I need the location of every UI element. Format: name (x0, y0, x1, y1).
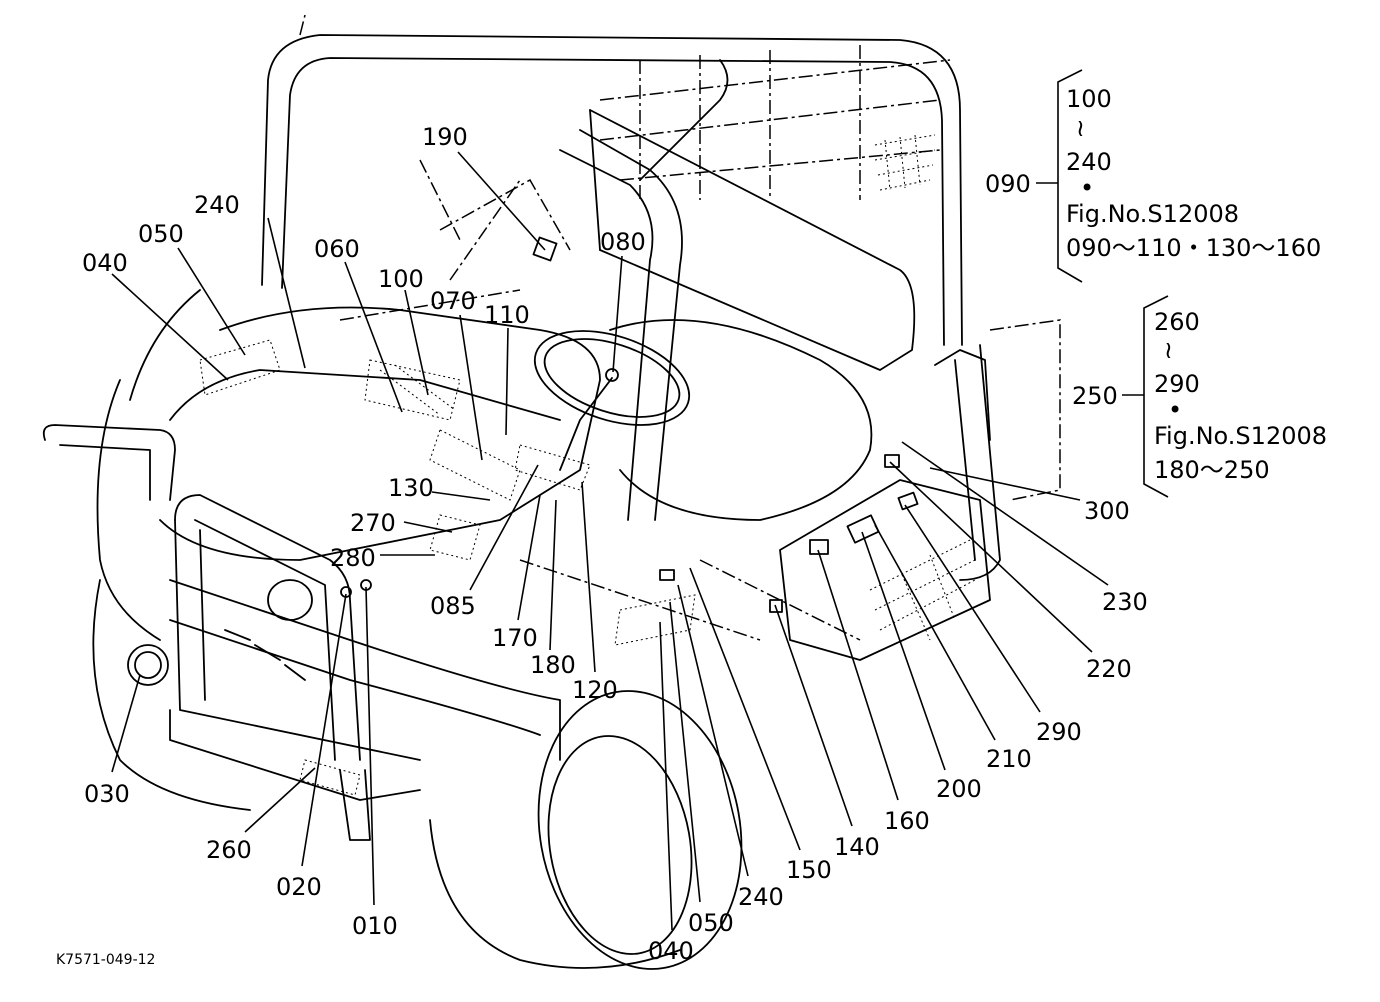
group-250-line-3: 290 (1154, 370, 1200, 398)
reference-brackets (1036, 69, 1169, 498)
callout-240: 240 (194, 191, 240, 219)
callout-030: 030 (84, 780, 130, 808)
callout-290: 290 (1036, 718, 1082, 746)
callout-050: 050 (138, 220, 184, 248)
callout-labels: 240 050 040 060 100 070 110 190 080 130 … (82, 123, 1148, 965)
callout-120: 120 (572, 676, 618, 704)
callout-060: 060 (314, 235, 360, 263)
group-090-line-1: 100 (1066, 85, 1112, 113)
group-090-line-2: ≀ (1076, 114, 1085, 142)
group-250-label: 250 (1072, 382, 1118, 410)
callout-200: 200 (936, 775, 982, 803)
callout-170: 170 (492, 624, 538, 652)
callout-140: 140 (834, 833, 880, 861)
callout-085: 085 (430, 592, 476, 620)
callout-230: 230 (1102, 588, 1148, 616)
callout-270: 270 (350, 509, 396, 537)
group-250-reference: 250 260 ≀ 290 • Fig.No.S12008 180～250 (1072, 308, 1327, 484)
group-250-line-6: 180～250 (1154, 456, 1270, 484)
callout-300: 300 (1084, 497, 1130, 525)
callout-010: 010 (352, 912, 398, 940)
callout-190: 190 (422, 123, 468, 151)
callout-150: 150 (786, 856, 832, 884)
group-250-line-2: ≀ (1164, 336, 1173, 364)
leader-lines (111, 151, 1109, 931)
callout-080: 080 (600, 228, 646, 256)
group-090-line-4: • (1080, 174, 1094, 202)
callout-110: 110 (484, 301, 530, 329)
figure-code: K7571-049-12 (56, 952, 155, 968)
callout-240-lower: 240 (738, 883, 784, 911)
callout-040-lower: 040 (648, 937, 694, 965)
callout-070: 070 (430, 287, 476, 315)
callout-040: 040 (82, 249, 128, 277)
group-090-line-6: 090～110・130～160 (1066, 234, 1321, 262)
group-090-line-3: 240 (1066, 148, 1112, 176)
group-090-reference: 090 100 ≀ 240 • Fig.No.S12008 090～110・13… (985, 85, 1321, 262)
group-250-line-4: • (1168, 396, 1182, 424)
callout-160: 160 (884, 807, 930, 835)
group-090-label: 090 (985, 170, 1031, 198)
vehicle-drawing (42, 14, 1061, 970)
group-250-line-1: 260 (1154, 308, 1200, 336)
callout-210: 210 (986, 745, 1032, 773)
callout-180: 180 (530, 651, 576, 679)
callout-260: 260 (206, 836, 252, 864)
group-250-line-5: Fig.No.S12008 (1154, 422, 1327, 450)
callout-050-lower: 050 (688, 909, 734, 937)
callout-100: 100 (378, 265, 424, 293)
callout-220: 220 (1086, 655, 1132, 683)
group-090-line-5: Fig.No.S12008 (1066, 200, 1239, 228)
callout-130: 130 (388, 474, 434, 502)
callout-280: 280 (330, 544, 376, 572)
callout-020: 020 (276, 873, 322, 901)
